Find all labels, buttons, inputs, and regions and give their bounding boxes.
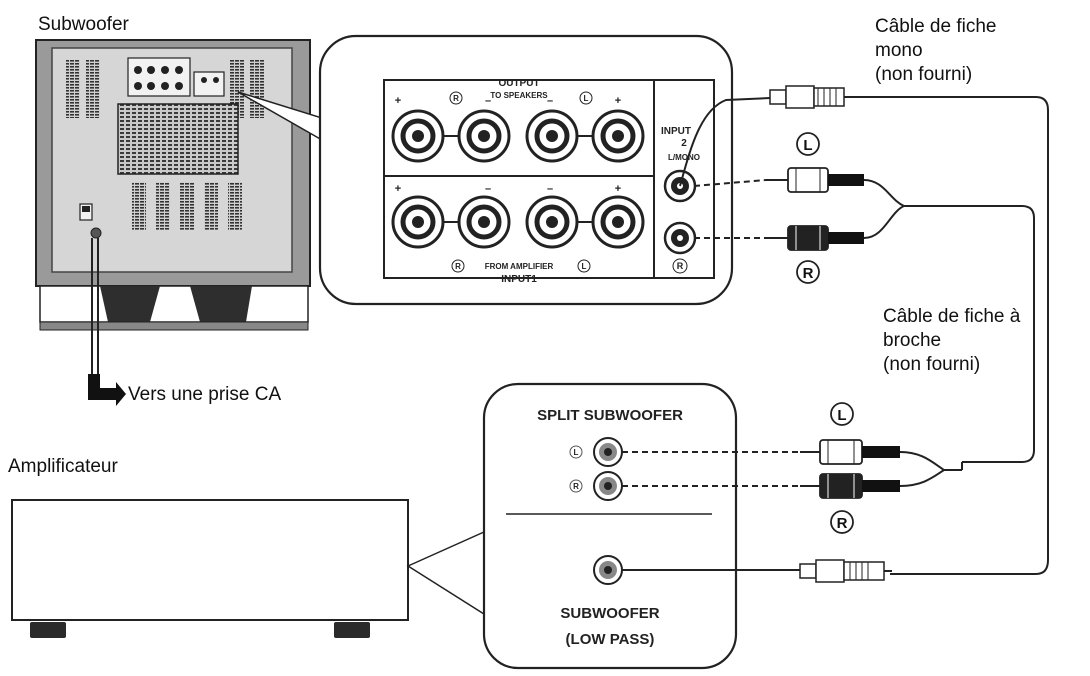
plus-sign: +: [615, 183, 621, 195]
l-marker: L: [582, 262, 587, 271]
plus-sign: +: [395, 183, 401, 195]
subwoofer-terminal-cluster: [127, 57, 225, 97]
top-l-marker: L: [803, 137, 812, 154]
bottom-r-marker: R: [837, 515, 848, 532]
output-terminals: [391, 109, 645, 163]
power-cord: Vers une prise CA: [88, 238, 281, 406]
pin-cable-label-line1: Câble de fiche à: [883, 306, 1021, 327]
l-marker: L: [574, 448, 579, 457]
minus-sign: –: [485, 95, 491, 107]
input2-number: 2: [681, 138, 687, 149]
mono-cable-top: [679, 85, 1049, 575]
r-marker: R: [677, 261, 684, 271]
plus-sign: +: [615, 95, 621, 107]
output-label: OUTPUT: [498, 78, 539, 89]
arrow-icon: [88, 374, 126, 406]
plus-sign: +: [395, 95, 401, 107]
subwoofer-device: Subwoofer: [35, 14, 311, 331]
ac-outlet-label: Vers une prise CA: [128, 384, 281, 405]
top-r-marker: R: [803, 265, 814, 282]
input2-label: INPUT: [661, 126, 691, 137]
pin-cable-label-line2: broche: [883, 330, 941, 351]
subwoofer-terminal-panel: OUTPUT TO SPEAKERS + – – + R L + – – +: [318, 34, 734, 306]
minus-sign: –: [485, 183, 491, 195]
split-subwoofer-label: SPLIT SUBWOOFER: [537, 407, 683, 424]
l-mono-label: L/MONO: [668, 153, 700, 162]
pin-cable-top: [693, 167, 1035, 463]
mono-cable-bottom: [622, 559, 892, 583]
r-marker: R: [573, 482, 579, 491]
bottom-l-marker: L: [837, 407, 846, 424]
r-marker: R: [455, 262, 461, 271]
to-speakers-label: TO SPEAKERS: [490, 91, 548, 100]
subwoofer-low-pass-jack: [593, 555, 623, 585]
low-pass-label: (LOW PASS): [566, 631, 655, 648]
r-marker: R: [453, 94, 459, 103]
input1-terminals: [391, 195, 645, 249]
subwoofer-jack-label: SUBWOOFER: [560, 605, 659, 622]
subwoofer-label: Subwoofer: [38, 14, 130, 35]
pin-cable-bottom: [622, 439, 963, 499]
mono-cable-label-line2: mono: [875, 40, 923, 61]
amplifier-output-panel: SPLIT SUBWOOFER L R SUBWOOFER (LOW PASS): [482, 382, 738, 670]
l-marker: L: [584, 94, 589, 103]
amplifier-label: Amplificateur: [8, 456, 118, 477]
mono-cable-label-line1: Câble de fiche: [875, 16, 996, 37]
from-amplifier-label: FROM AMPLIFIER: [485, 262, 554, 271]
mono-cable-label-line3: (non fourni): [875, 64, 972, 85]
pin-cable-label-line3: (non fourni): [883, 354, 980, 375]
minus-sign: –: [547, 95, 553, 107]
amplifier-device: Amplificateur: [8, 456, 409, 638]
input1-label: INPUT1: [501, 274, 537, 285]
minus-sign: –: [547, 183, 553, 195]
